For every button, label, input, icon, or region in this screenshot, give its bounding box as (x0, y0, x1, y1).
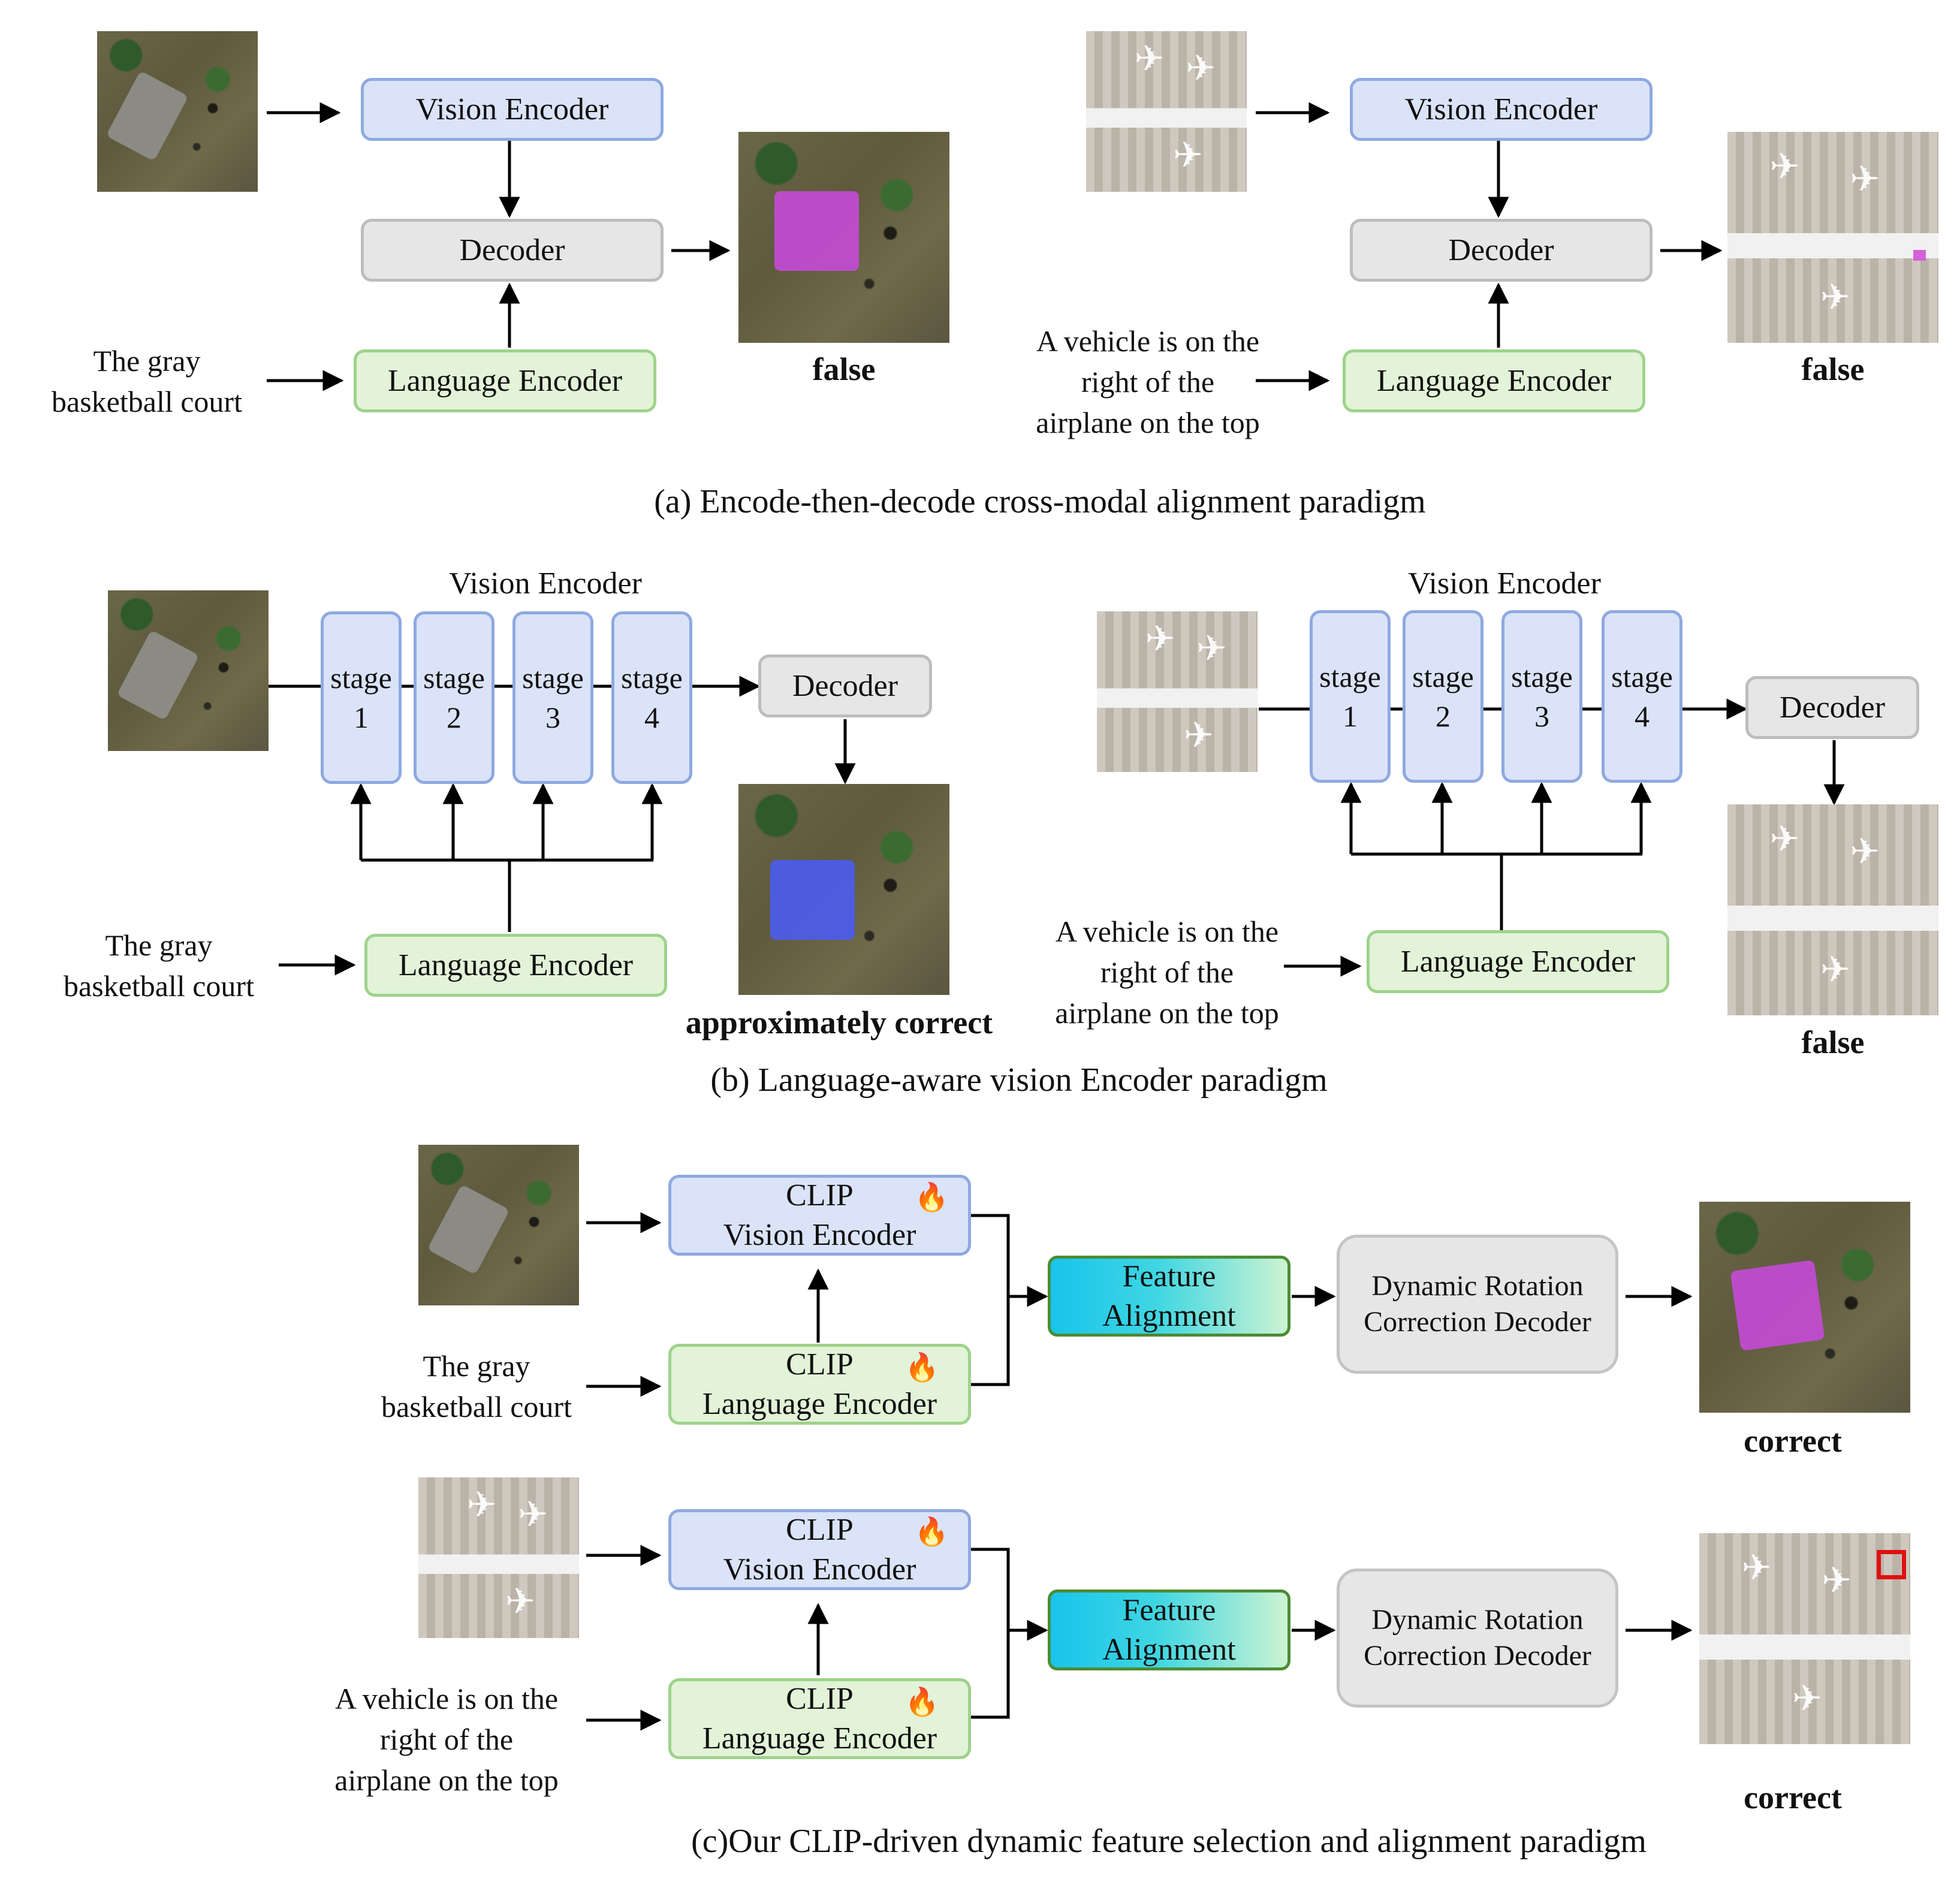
b-left-input-image (108, 590, 269, 751)
bus-b-left (361, 858, 653, 932)
c1-output-image (1699, 1202, 1910, 1413)
c1-result-label: correct (1744, 1423, 1842, 1459)
a-right-vision-encoder: Vision Encoder (1350, 78, 1653, 141)
b-right-output-image: ✈✈ ✈ (1727, 804, 1938, 1015)
caption-c: (c)Our CLIP-driven dynamic feature selec… (691, 1823, 1647, 1860)
b-left-decoder: Decoder (758, 655, 932, 717)
flame-icon: 🔥 (914, 1182, 949, 1213)
flame-icon: 🔥 (904, 1687, 939, 1717)
b-right-vision-encoder-title: Vision Encoder (1408, 566, 1601, 601)
c2-highlight-box (1876, 1550, 1906, 1580)
a-left-language-encoder: Language Encoder (354, 349, 656, 412)
a-left-decoder: Decoder (361, 219, 664, 282)
caption-b: (b) Language-aware vision Encoder paradi… (710, 1061, 1328, 1099)
b-left-result-label: approximately correct (685, 1005, 993, 1040)
b-left-language-encoder: Language Encoder (364, 934, 667, 997)
caption-a: (a) Encode-then-decode cross-modal align… (654, 483, 1426, 520)
c1-predicted-mask (1730, 1259, 1825, 1351)
flame-icon: 🔥 (904, 1352, 939, 1383)
a-left-vision-encoder: Vision Encoder (361, 78, 664, 141)
a-left-input-image (97, 31, 258, 192)
c2-output-image: ✈✈ ✈ (1699, 1533, 1910, 1744)
c2-input-image: ✈✈ ✈ (418, 1477, 579, 1638)
a-right-input-image: ✈✈ ✈ (1086, 31, 1247, 192)
b-left-predicted-mask (770, 859, 855, 940)
b-left-output-image (738, 784, 949, 995)
flame-icon: 🔥 (914, 1516, 949, 1547)
b-right-result-label: false (1801, 1024, 1865, 1060)
bus-b-right (1351, 852, 1642, 932)
merge-c1 (969, 1214, 1010, 1386)
a-left-result-label: false (812, 351, 876, 387)
c1-input-image (418, 1145, 579, 1305)
b-right-decoder: Decoder (1745, 676, 1919, 739)
a-left-output-image (738, 132, 949, 343)
a-right-result-label: false (1801, 351, 1865, 387)
a-right-output-image: ✈✈ ✈ (1727, 132, 1938, 343)
merge-c2 (969, 1548, 1010, 1719)
b-right-input-image: ✈✈ ✈ (1097, 611, 1258, 772)
a-right-language-encoder: Language Encoder (1343, 349, 1645, 412)
c2-result-label: correct (1744, 1780, 1842, 1815)
a-right-decoder: Decoder (1350, 219, 1653, 282)
b-left-vision-encoder-title: Vision Encoder (449, 566, 642, 601)
a-left-predicted-mask (774, 191, 859, 272)
b-right-language-encoder: Language Encoder (1367, 930, 1669, 993)
a-right-predicted-mask (1913, 250, 1926, 261)
